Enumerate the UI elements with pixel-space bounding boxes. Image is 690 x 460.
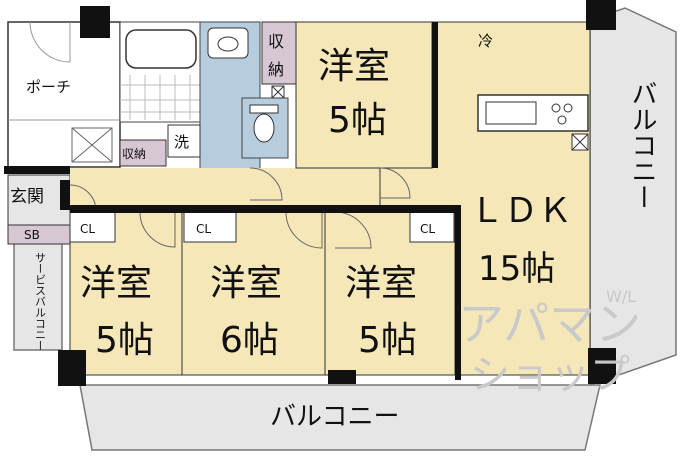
entrance [7,174,71,226]
balcony-right-label: バルコニー [627,80,657,210]
ldk-name: ＬＤＫ [470,191,572,231]
balcony-bottom-label: バルコニー [270,402,399,432]
room1-name: 洋室 [318,46,390,87]
room1-size: 5帖 [328,100,387,141]
washer-space [167,124,201,158]
washer-label: 洗 [174,133,189,151]
closet-3-label: CL [420,222,435,236]
room4-name: 洋室 [345,263,417,304]
room2-name: 洋室 [80,263,152,304]
service-balcony-label: サービスバルコニー [34,252,47,351]
ldk-size: 15帖 [478,249,555,289]
walls [4,0,616,386]
watermark-wl: W/L [606,287,636,306]
storage-small-label: 収納 [122,147,146,161]
storage-top [261,21,297,85]
kitchen-counter [477,94,589,132]
watermark-line1: アパマン [458,297,641,351]
bath-tile-grid [120,75,200,120]
closet-2-label: CL [196,222,211,236]
sink-icon [207,27,249,59]
room4-size: 5帖 [358,320,417,361]
bathtub-icon [125,29,197,69]
service-balcony [13,239,63,351]
room-top-western [295,21,433,169]
storage-top-label-1: 収 [268,32,284,51]
door-swings [69,167,411,249]
closet-1-label: CL [80,222,95,236]
room2-size: 5帖 [95,320,154,361]
balcony-bottom [79,384,601,451]
shoe-box-label: SB [24,228,40,242]
room3-size: 6帖 [220,320,279,361]
fridge-label: 冷 [478,32,493,50]
toilet-icon [249,104,279,114]
watermark-line2: ショップ [470,352,630,398]
storage-top-label-2: 納 [268,60,284,79]
stove-icon [551,103,573,125]
hallway [70,168,380,212]
storage-small [119,139,167,167]
entrance-label: 玄関 [10,187,44,207]
room3-name: 洋室 [210,263,282,304]
porch-label: ポーチ [26,78,71,96]
